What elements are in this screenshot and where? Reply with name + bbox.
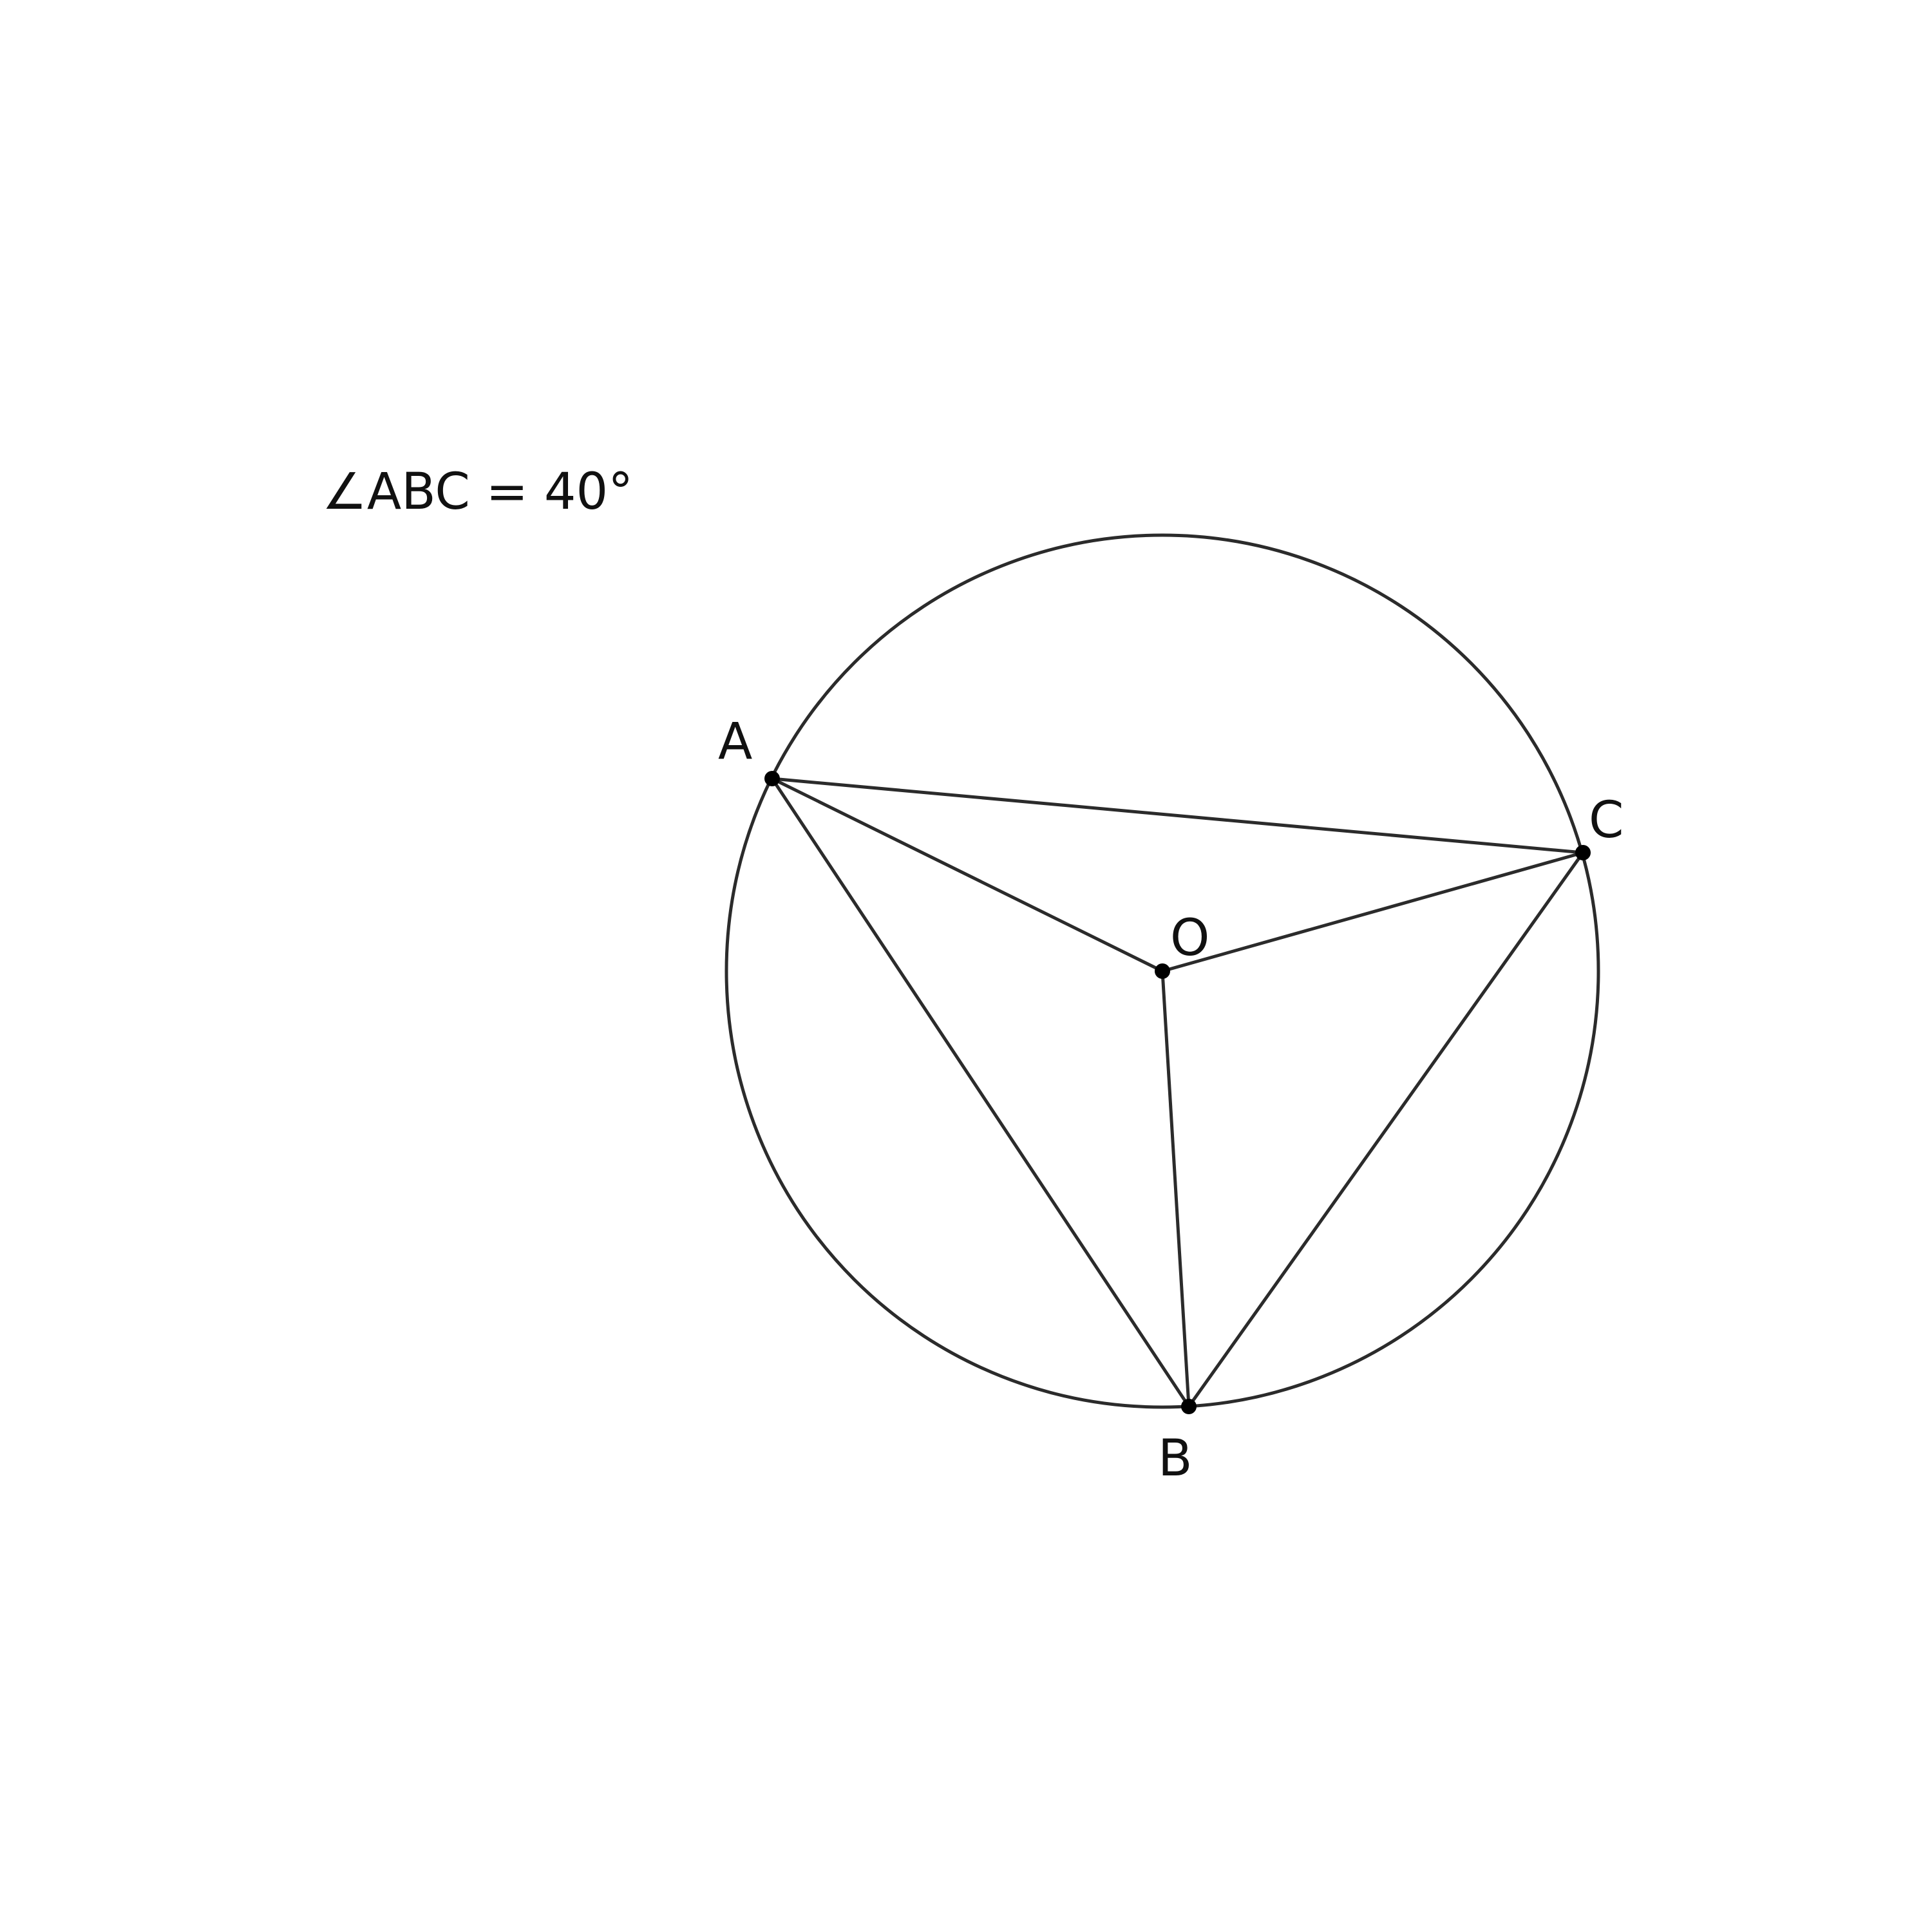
segment-bc (1187, 851, 1585, 1408)
label-o: O (1170, 909, 1209, 967)
segment-ac (772, 777, 1584, 855)
point-a (764, 771, 780, 786)
circle-o (724, 533, 1600, 1409)
segment-oc (1162, 851, 1584, 973)
segment-ob (1160, 971, 1191, 1407)
point-b (1181, 1399, 1197, 1414)
given-angle-text: ∠ABC = 40° (322, 463, 633, 521)
label-a: A (718, 713, 752, 771)
label-c: C (1589, 791, 1624, 849)
segment-oa (771, 777, 1164, 973)
point-c (1575, 845, 1591, 860)
point-o (1155, 963, 1170, 979)
segment-ab (770, 777, 1191, 1408)
label-b: B (1158, 1430, 1193, 1488)
